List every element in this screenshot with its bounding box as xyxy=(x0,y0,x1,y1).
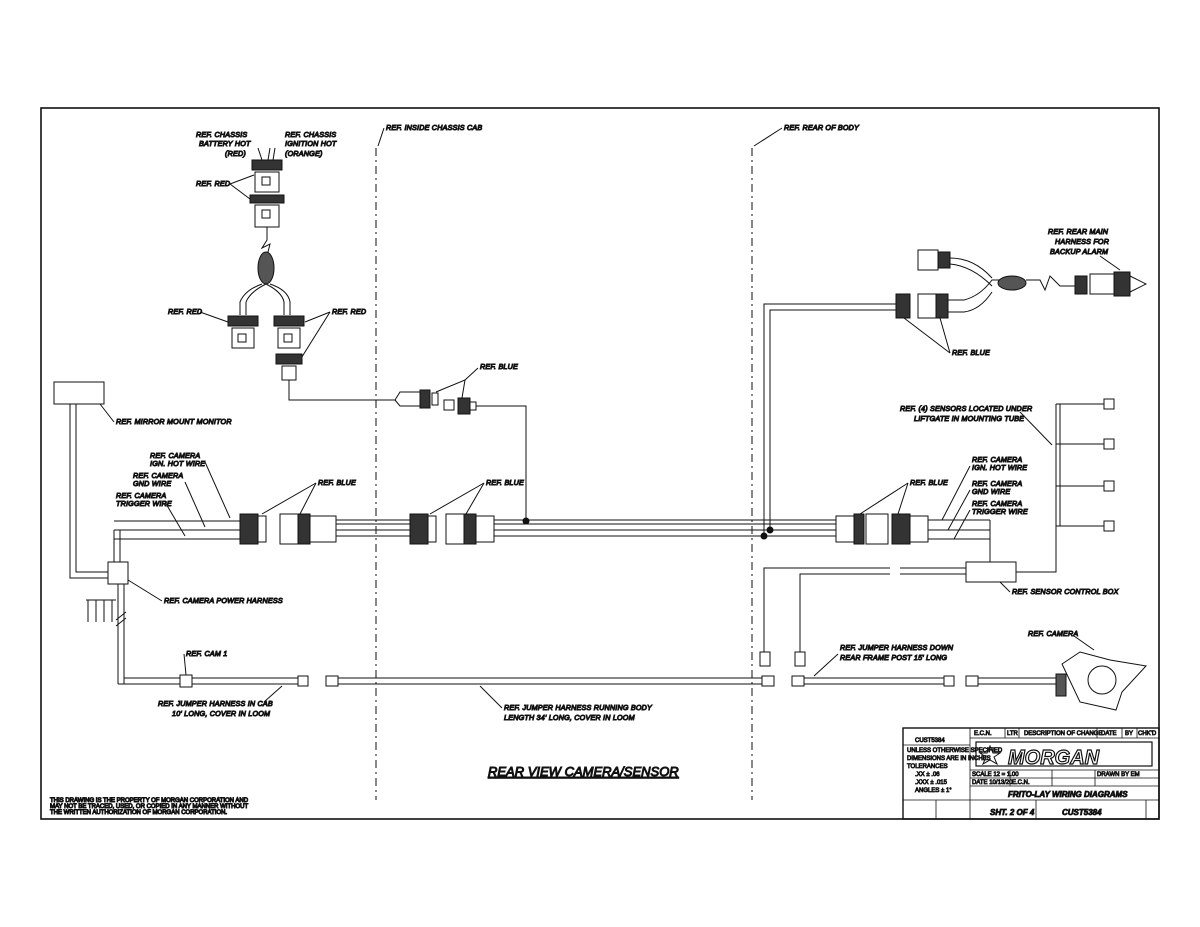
svg-text:REF. REAR MAIN: REF. REAR MAIN xyxy=(1048,227,1109,236)
svg-text:REF. CAMERA: REF. CAMERA xyxy=(150,451,200,460)
svg-text:CUST5384: CUST5384 xyxy=(915,738,945,744)
inside-cab-label: REF. INSIDE CHASSIS CAB xyxy=(386,123,482,132)
svg-text:REF. CAMERA: REF. CAMERA xyxy=(972,499,1022,508)
svg-text:BY: BY xyxy=(1125,731,1133,737)
svg-text:REF. RED: REF. RED xyxy=(196,179,230,188)
chassis-connector-stack: REF. CHASSIS BATTERY HOT (RED) REF. CHAS… xyxy=(168,130,527,521)
sensor-control-box xyxy=(965,561,1017,583)
main-harness xyxy=(114,517,991,562)
svg-text:DESCRIPTION OF CHANGE: DESCRIPTION OF CHANGE xyxy=(1024,731,1102,737)
svg-text:REF. BLUE: REF. BLUE xyxy=(910,478,948,487)
svg-text:REF. CAMERA: REF. CAMERA xyxy=(116,491,166,500)
svg-text:MAY NOT BE TRACED, USED, OR CO: MAY NOT BE TRACED, USED, OR COPIED IN AN… xyxy=(50,804,248,810)
camera-power-harness-box xyxy=(107,561,129,585)
svg-text:DRAWN BY EM: DRAWN BY EM xyxy=(1097,772,1140,778)
disclaimer: THIS DRAWING IS THE PROPERTY OF MORGAN C… xyxy=(50,798,250,817)
svg-text:BACKUP ALARM: BACKUP ALARM xyxy=(1050,247,1108,256)
connector-pair-1: REF. BLUE xyxy=(239,478,356,545)
svg-text:IGN. HOT WIRE: IGN. HOT WIRE xyxy=(150,459,205,468)
svg-text:REF. BLUE: REF. BLUE xyxy=(486,478,524,487)
svg-text:UNLESS OTHERWISE SPECIFIED: UNLESS OTHERWISE SPECIFIED xyxy=(907,748,1003,754)
svg-text:E.C.N.: E.C.N. xyxy=(974,731,992,737)
connector-pair-2: REF. BLUE xyxy=(409,478,524,545)
camera-wire-labels-right: REF. CAMERA IGN. HOT WIRE REF. CAMERA GN… xyxy=(941,455,1028,540)
svg-text:.XX ± .06: .XX ± .06 xyxy=(915,772,940,778)
svg-text:THE WRITTEN AUTHORIZATION OF M: THE WRITTEN AUTHORIZATION OF MORGAN CORP… xyxy=(50,810,227,816)
svg-text:LIFTGATE IN MOUNTING TUBE: LIFTGATE IN MOUNTING TUBE xyxy=(914,414,1024,423)
camera-power-label: REF. CAMERA POWER HARNESS xyxy=(164,596,283,605)
svg-text:REF. CHASSIS: REF. CHASSIS xyxy=(196,130,247,139)
svg-text:FRITO-LAY WIRING DIAGRAMS: FRITO-LAY WIRING DIAGRAMS xyxy=(1008,790,1128,799)
svg-text:REF. CAMERA: REF. CAMERA xyxy=(133,471,183,480)
sensor-box-label: REF. SENSOR CONTROL BOX xyxy=(1012,587,1120,596)
svg-text:LENGTH 34' LONG, COVER IN LOOM: LENGTH 34' LONG, COVER IN LOOM xyxy=(504,713,635,722)
svg-text:REF. BLUE: REF. BLUE xyxy=(952,348,990,357)
svg-text:IGN. HOT WIRE: IGN. HOT WIRE xyxy=(972,463,1027,472)
svg-text:REF. (4) SENSORS LOCATED UNDER: REF. (4) SENSORS LOCATED UNDER xyxy=(900,404,1032,413)
backup-alarm-harness: REF. REAR MAIN HARNESS FOR BACKUP ALARM … xyxy=(763,227,1148,536)
mirror-monitor: REF. MIRROR MOUNT MONITOR xyxy=(53,381,232,427)
rear-body-label: REF. REAR OF BODY xyxy=(784,123,860,132)
svg-text:SCALE 12 = 1.00: SCALE 12 = 1.00 xyxy=(972,772,1019,778)
svg-text:REF. CAMERA: REF. CAMERA xyxy=(972,455,1022,464)
svg-text:DIMENSIONS ARE IN INCHES: DIMENSIONS ARE IN INCHES xyxy=(907,756,991,762)
svg-text:REF. CAMERA: REF. CAMERA xyxy=(972,479,1022,488)
svg-text:BATTERY HOT: BATTERY HOT xyxy=(199,139,251,148)
bottom-jumper-harness: REF. CAM 1 REF. JUMPER HARNESS IN CAB 10… xyxy=(158,643,1060,723)
svg-text:CUST5384: CUST5384 xyxy=(1062,808,1102,817)
diagram-title: REAR VIEW CAMERA/SENSOR xyxy=(488,764,679,779)
svg-text:REF. BLUE: REF. BLUE xyxy=(480,362,518,371)
svg-text:REF. JUMPER HARNESS DOWN: REF. JUMPER HARNESS DOWN xyxy=(840,643,954,652)
svg-text:ANGLES ± 1°: ANGLES ± 1° xyxy=(915,788,952,794)
camera-wire-labels-left: REF. CAMERA IGN. HOT WIRE REF. CAMERA GN… xyxy=(116,451,231,537)
svg-text:SHT. 2 OF 4: SHT. 2 OF 4 xyxy=(990,808,1035,817)
svg-text:HARNESS FOR: HARNESS FOR xyxy=(1055,237,1109,246)
morgan-logo: MORGAN xyxy=(975,741,1153,770)
svg-text:GND WIRE: GND WIRE xyxy=(133,479,171,488)
svg-text:LTR: LTR xyxy=(1007,731,1019,737)
svg-text:REF. CAMERA: REF. CAMERA xyxy=(1028,629,1078,638)
svg-text:10' LONG, COVER IN LOOM: 10' LONG, COVER IN LOOM xyxy=(172,709,270,718)
monitor-cable xyxy=(69,404,108,579)
title-block: E.C.N. LTR DESCRIPTION OF CHANGE DATE BY… xyxy=(902,727,1160,820)
svg-text:IGNITION HOT: IGNITION HOT xyxy=(285,139,337,148)
svg-text:REF. CAM 1: REF. CAM 1 xyxy=(186,649,227,658)
svg-text:THIS DRAWING IS THE PROPERTY O: THIS DRAWING IS THE PROPERTY OF MORGAN C… xyxy=(50,798,249,804)
connector-pair-3: REF. BLUE xyxy=(835,478,948,545)
svg-text:TRIGGER WIRE: TRIGGER WIRE xyxy=(972,507,1028,516)
svg-text:REF. RED: REF. RED xyxy=(168,307,202,316)
svg-text:REF. BLUE: REF. BLUE xyxy=(318,478,356,487)
svg-text:TRIGGER WIRE: TRIGGER WIRE xyxy=(116,499,172,508)
liftgate-sensors: REF. (4) SENSORS LOCATED UNDER LIFTGATE … xyxy=(900,398,1115,573)
svg-text:GND WIRE: GND WIRE xyxy=(972,487,1010,496)
svg-text:MORGAN: MORGAN xyxy=(1008,747,1100,769)
svg-text:DATE: DATE xyxy=(1101,731,1117,737)
rear-camera: REF. CAMERA xyxy=(1028,629,1147,711)
svg-text:(RED): (RED) xyxy=(225,149,246,158)
svg-text:.XXX ± .015: .XXX ± .015 xyxy=(915,780,948,786)
svg-text:(ORANGE): (ORANGE) xyxy=(285,149,323,158)
svg-text:REF. JUMPER HARNESS RUNNING BO: REF. JUMPER HARNESS RUNNING BODY xyxy=(504,703,653,712)
svg-text:REF. MIRROR MOUNT MONITOR: REF. MIRROR MOUNT MONITOR xyxy=(116,417,232,426)
svg-text:REF. JUMPER HARNESS IN CAB: REF. JUMPER HARNESS IN CAB xyxy=(158,699,273,708)
drawing-border xyxy=(40,107,1160,820)
svg-text:REAR FRAME POST 15' LONG: REAR FRAME POST 15' LONG xyxy=(840,653,947,662)
svg-text:E.C.N.: E.C.N. xyxy=(1012,780,1030,786)
svg-text:REF. RED: REF. RED xyxy=(332,307,366,316)
svg-text:DATE 10/13/20: DATE 10/13/20 xyxy=(972,780,1013,786)
svg-text:TOLERANCES: TOLERANCES xyxy=(907,764,948,770)
svg-text:CHK'D: CHK'D xyxy=(1138,731,1157,737)
svg-text:REF. CHASSIS: REF. CHASSIS xyxy=(285,130,336,139)
